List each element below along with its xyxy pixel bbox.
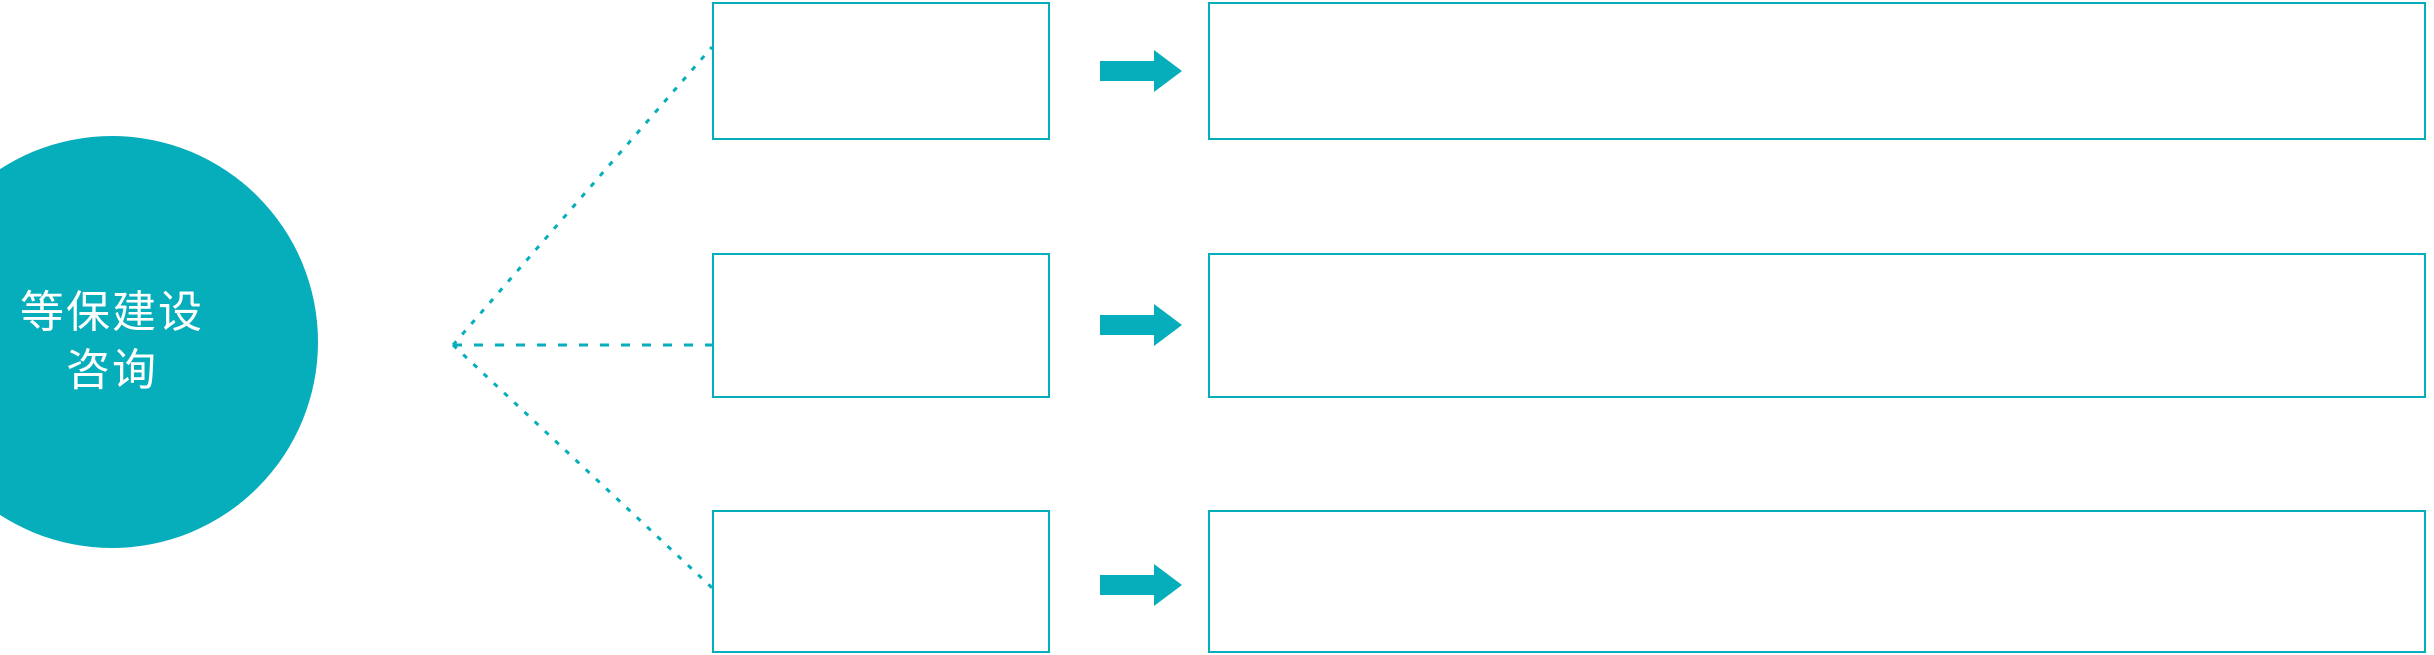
hub-label-line-2: 咨询 [66,346,158,395]
process-row-2 [0,251,2434,400]
hub-circle[interactable]: 等保建设 咨询 [0,136,318,548]
process-row-1 [0,0,2434,142]
detail-box-2[interactable] [1208,253,2426,398]
stage-box-2[interactable] [712,253,1050,398]
right-arrow-icon-2 [1100,304,1182,346]
detail-box-3[interactable] [1208,510,2426,653]
process-row-3 [0,508,2434,655]
detail-box-1[interactable] [1208,2,2426,140]
stage-box-3[interactable] [712,510,1050,653]
right-arrow-icon-3 [1100,564,1182,606]
right-arrow-icon-1 [1100,50,1182,92]
hub-label-line-1: 等保建设 [20,287,204,337]
stage-box-1[interactable] [712,2,1050,140]
